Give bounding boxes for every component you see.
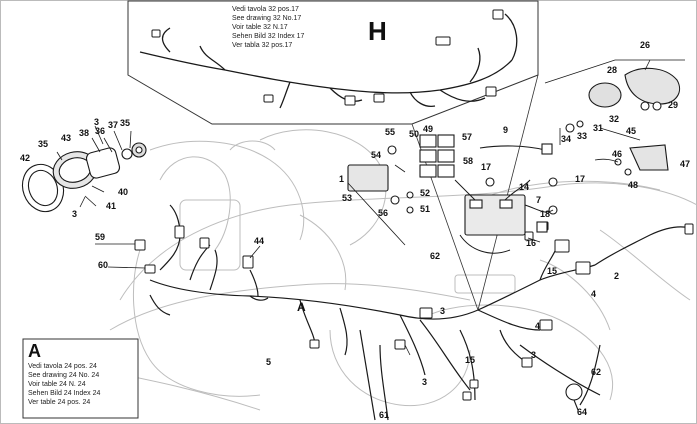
callout-36: 36 <box>95 126 106 136</box>
callout-34: 34 <box>561 134 572 144</box>
callout-3: 3 <box>531 350 537 360</box>
callout-14: 14 <box>519 182 530 192</box>
callout-53: 53 <box>342 193 353 203</box>
callout-62: 62 <box>430 251 441 261</box>
callout-50: 50 <box>409 129 420 139</box>
callout-40: 40 <box>118 187 129 197</box>
callout-15: 15 <box>547 266 558 276</box>
battery-cables <box>454 179 554 254</box>
detail-a-ref-it: Vedi tavola 24 pos. 24 <box>28 363 97 370</box>
headlamp-leaders <box>56 125 132 208</box>
callout-46: 46 <box>612 149 623 159</box>
callout-49: 49 <box>423 124 434 134</box>
callout-3: 3 <box>422 377 428 387</box>
callout-5: 5 <box>266 357 272 367</box>
detail-h-connectors <box>151 9 504 106</box>
callout-16: 16 <box>526 238 537 248</box>
callout-leaders <box>95 164 541 356</box>
detail-a-ref-de: Sehen Bild 24 Index 24 <box>28 390 101 397</box>
detail-a-ref-es: Ver table 24 pos. 24 <box>28 399 91 406</box>
callout-52: 52 <box>420 188 431 198</box>
callout-54: 54 <box>371 150 382 160</box>
detail-h-ref-de: Sehen Bild 32 Index 17 <box>232 33 305 40</box>
callout-29: 29 <box>668 100 679 110</box>
callout-3: 3 <box>94 117 100 127</box>
callout-64: 64 <box>577 407 588 417</box>
callout-43: 43 <box>61 133 72 143</box>
callout-51: 51 <box>420 204 431 214</box>
detail-a-marker: A <box>297 300 306 314</box>
callout-7: 7 <box>536 195 542 205</box>
detail-a-box <box>22 338 139 419</box>
callout-15: 15 <box>465 355 476 365</box>
callout-55: 55 <box>385 127 396 137</box>
callout-42: 42 <box>20 153 31 163</box>
detail-a-ref-fr: Voir table 24 N. 24 <box>28 381 86 388</box>
callout-18: 18 <box>540 209 551 219</box>
callout-32: 32 <box>609 114 620 124</box>
callout-3: 3 <box>440 306 446 316</box>
detail-a-title: A <box>28 341 41 361</box>
callout-9: 9 <box>503 125 509 135</box>
detail-h-ref-en: See drawing 32 No.17 <box>232 15 302 22</box>
detail-h-ref-es: Ver tabla 32 pos.17 <box>232 42 293 49</box>
detail-h-ref-it: Vedi tavola 32 pos.17 <box>232 6 299 13</box>
callout-1: 1 <box>339 174 345 184</box>
callout-44: 44 <box>254 236 265 246</box>
callout-33: 33 <box>577 131 588 141</box>
callout-60: 60 <box>98 260 109 270</box>
rear-light-group <box>565 67 681 176</box>
callout-59: 59 <box>95 232 106 242</box>
callout-47: 47 <box>680 159 691 169</box>
callout-17: 17 <box>575 174 586 184</box>
callout-35: 35 <box>120 118 131 128</box>
battery-relay-group <box>347 134 558 236</box>
detail-a-ref-en: See drawing 24 No. 24 <box>28 372 100 379</box>
callout-4: 4 <box>591 289 597 299</box>
ring-terminal <box>565 383 583 411</box>
callout-3: 3 <box>72 209 78 219</box>
callout-28: 28 <box>607 65 618 75</box>
callout-37: 37 <box>108 120 119 130</box>
callout-58: 58 <box>463 156 474 166</box>
callout-61: 61 <box>379 410 390 420</box>
detail-h-box <box>127 0 539 125</box>
callout-17: 17 <box>481 162 492 172</box>
detail-h-title: H <box>368 16 387 46</box>
detail-h-ref-fr: Voir table 32 N.17 <box>232 24 288 31</box>
callout-56: 56 <box>378 208 389 218</box>
harness-connectors <box>134 221 694 401</box>
callout-45: 45 <box>626 126 637 136</box>
headlamp-assembly <box>21 142 147 213</box>
rear-leaders <box>544 59 685 163</box>
callout-48: 48 <box>628 180 639 190</box>
callout-35: 35 <box>38 139 49 149</box>
callout-2: 2 <box>614 271 620 281</box>
callout-26: 26 <box>640 40 651 50</box>
callout-41: 41 <box>106 201 117 211</box>
callout-31: 31 <box>593 123 604 133</box>
callout-38: 38 <box>79 128 90 138</box>
callout-57: 57 <box>462 132 473 142</box>
callout-4: 4 <box>535 321 541 331</box>
callout-62: 62 <box>591 367 602 377</box>
motorcycle-ghost-outline <box>99 129 697 411</box>
